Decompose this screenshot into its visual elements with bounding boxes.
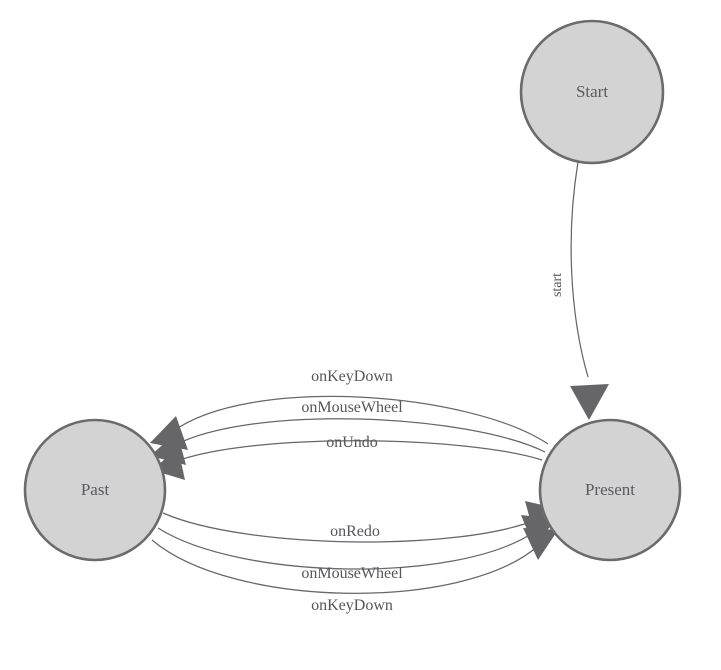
node-circle <box>538 418 682 562</box>
node-present[interactable]: Present <box>538 418 682 562</box>
node-circle <box>519 19 665 165</box>
node-label-past: Past <box>81 480 110 499</box>
node-circle <box>23 418 167 562</box>
edge-path <box>171 395 549 445</box>
edge-present-to-past-onundo[interactable]: onUndo <box>152 434 543 480</box>
edge-label-onmousewheel-bottom: onMouseWheel <box>301 565 403 582</box>
edge-label-onredo: onRedo <box>330 523 380 540</box>
edge-label-onundo: onUndo <box>326 434 378 451</box>
node-label-start: Start <box>576 82 608 101</box>
edge-past-to-present-onredo[interactable]: onRedo <box>162 501 560 543</box>
edge-path <box>173 440 543 463</box>
edge-path <box>157 527 535 570</box>
edge-path <box>172 418 546 453</box>
edge-label-start: start <box>550 273 565 297</box>
edge-path <box>162 512 539 543</box>
edge-path <box>151 539 539 594</box>
edge-past-to-present-onkeydown[interactable]: onKeyDown <box>151 528 558 614</box>
arrowhead-icon <box>570 384 609 420</box>
node-start[interactable]: Start <box>519 19 665 165</box>
arrowhead-icon <box>523 528 558 560</box>
edge-present-to-past-onmousewheel[interactable]: onMouseWheel <box>150 399 546 465</box>
node-past[interactable]: Past <box>23 418 167 562</box>
edge-start-to-present[interactable]: start <box>550 161 609 420</box>
edge-label-onmousewheel-top: onMouseWheel <box>301 399 403 416</box>
edge-label-onkeydown-top: onKeyDown <box>311 368 393 385</box>
edge-label-onkeydown-bottom: onKeyDown <box>311 597 393 614</box>
edge-path <box>570 161 589 378</box>
node-label-present: Present <box>585 480 635 499</box>
